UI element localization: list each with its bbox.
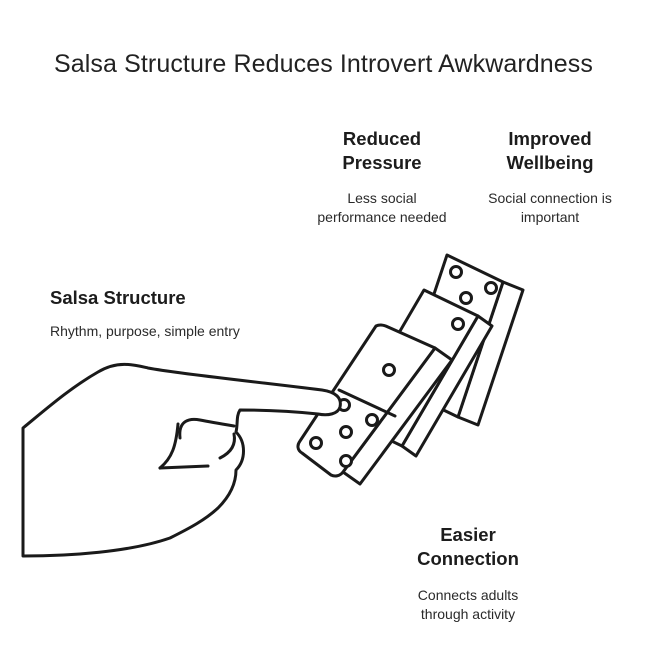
salsa-structure-description: Rhythm, purpose, simple entry [50,323,240,339]
easier-connection-desc-line1: Connects adults [417,587,519,603]
improved-wellbeing-block: Improved Wellbeing Social connection is … [470,127,630,226]
pointing-hand-icon [21,362,342,558]
domino-front [296,323,454,486]
falling-dominoes-icon [296,253,525,486]
page-title: Salsa Structure Reduces Introvert Awkwar… [53,50,593,78]
improved-wellbeing-description: Social connection is important [470,189,630,226]
improved-wellbeing-heading: Improved Wellbeing [470,127,630,175]
salsa-structure-block: Salsa Structure Rhythm, purpose, simple … [50,286,310,341]
improved-wellbeing-heading-line2: Wellbeing [506,152,594,173]
improved-wellbeing-desc-line1: Social connection is [488,190,612,206]
reduced-pressure-description: Less social performance needed [302,189,462,226]
easier-connection-desc-line2: through activity [420,605,516,622]
salsa-structure-heading: Salsa Structure [50,287,186,308]
easier-connection-heading-line2: Connection [417,548,519,569]
easier-connection-description: Connects adults through activity [388,586,548,623]
easier-connection-heading: Easier Connection [388,523,548,571]
easier-connection-heading-line1: Easier [440,524,496,545]
easier-connection-block: Easier Connection Connects adults throug… [388,523,548,623]
reduced-pressure-desc-line2: performance needed [317,208,447,225]
reduced-pressure-heading-line2: Pressure [342,152,422,173]
improved-wellbeing-heading-line1: Improved [508,128,592,149]
reduced-pressure-heading-line1: Reduced [342,128,422,149]
reduced-pressure-desc-line1: Less social [347,190,417,206]
improved-wellbeing-desc-line2: important [520,208,580,225]
reduced-pressure-heading: Reduced Pressure [302,127,462,175]
reduced-pressure-block: Reduced Pressure Less social performance… [302,127,462,226]
